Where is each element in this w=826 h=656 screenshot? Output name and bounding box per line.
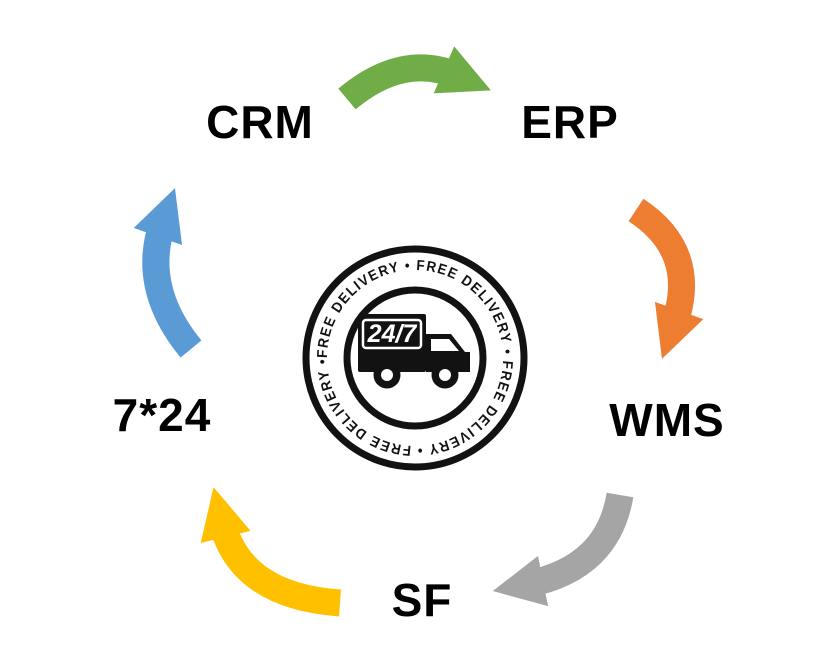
- node-724: 7*24: [112, 389, 212, 441]
- truck-window: [431, 339, 459, 351]
- arrow-wms-to-sf: [492, 492, 634, 607]
- arrow-crm-to-erp: [338, 46, 491, 110]
- truck-cargo-box: [358, 314, 426, 372]
- truck-front-hub: [439, 369, 451, 381]
- arrow-sf-to-724: [200, 487, 342, 617]
- node-erp: ERP: [521, 96, 619, 148]
- truck-247-frame: [361, 318, 423, 350]
- node-crm: CRM: [206, 96, 314, 148]
- node-sf: SF: [391, 574, 453, 626]
- badge-247-text: 24/7: [367, 320, 418, 348]
- free-delivery-badge: FREE DELIVERY • FREE DELIVERY • FREE DEL…: [302, 245, 528, 471]
- truck-rear-hub: [381, 369, 393, 381]
- arrow-724-to-crm: [133, 188, 202, 358]
- node-wms: WMS: [609, 394, 725, 446]
- delivery-truck-icon: 24/7: [358, 314, 470, 389]
- arrow-erp-to-wms: [628, 198, 704, 359]
